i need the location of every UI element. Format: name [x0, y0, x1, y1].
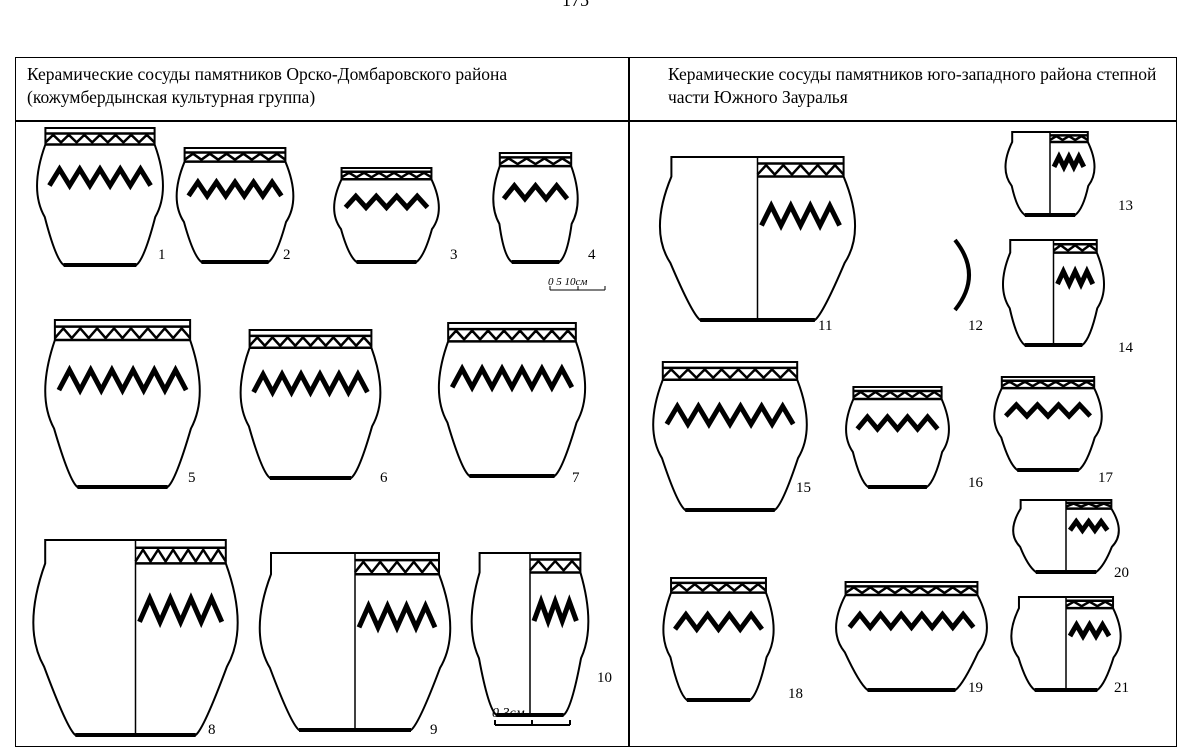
figure-number: 19: [968, 680, 983, 696]
vessel-drawing: [333, 167, 440, 264]
figure-number: 11: [818, 318, 833, 334]
vessel-drawing: [845, 386, 950, 489]
header-divider: [15, 120, 1177, 122]
figure-number: 16: [968, 475, 983, 491]
vessel-drawing: [835, 581, 988, 692]
figure-number: 6: [380, 470, 388, 486]
vessel-drawing: [258, 552, 452, 732]
vessel-drawing: [36, 127, 164, 267]
figure-number: 1: [158, 247, 166, 263]
figure-table: [15, 57, 1177, 747]
vessel-drawing: [1004, 131, 1096, 217]
column-divider: [628, 57, 630, 747]
vessel-drawing: [437, 322, 587, 478]
vessel-drawing: [470, 552, 590, 717]
scale-line-large: [494, 720, 571, 726]
figure-number: 3: [450, 247, 458, 263]
figure-number: 15: [796, 480, 811, 496]
figure-number: 12: [968, 318, 983, 334]
vessel-drawing: [1012, 499, 1120, 574]
vessel-drawing: [239, 329, 382, 480]
figure-number: 7: [572, 470, 580, 486]
figure-number: 4: [588, 247, 596, 263]
figure-number: 18: [788, 686, 803, 702]
scale-bar-small: 0 5 10см: [548, 276, 588, 288]
vessel-drawing: [175, 147, 295, 264]
page-number: 175: [562, 0, 589, 10]
left-column-caption: Керамические сосуды памятников Орско-Дом…: [27, 64, 508, 107]
figure-number: 2: [283, 247, 291, 263]
scale-bar-large: 0 3см: [492, 706, 525, 721]
figure-number: 21: [1114, 680, 1129, 696]
vessel-drawing: [32, 539, 239, 737]
vessel-drawing: [492, 152, 579, 264]
vessel-drawing: [993, 376, 1103, 472]
figure-number: 5: [188, 470, 196, 486]
right-column-caption: Керамические сосуды памятников юго-запад…: [668, 64, 1157, 107]
vessel-drawing: [953, 238, 971, 312]
vessel-drawing: [44, 319, 201, 489]
vessel-drawing: [658, 156, 857, 322]
vessel-drawing: [1001, 239, 1106, 347]
figure-number: 9: [430, 722, 438, 738]
figure-number: 10: [597, 670, 612, 686]
figure-number: 14: [1118, 340, 1133, 356]
vessel-drawing: [652, 361, 808, 512]
figure-number: 17: [1098, 470, 1113, 486]
figure-number: 20: [1114, 565, 1129, 581]
vessel-drawing: [662, 577, 775, 702]
scale-line-small: [549, 286, 606, 291]
figure-number: 8: [208, 722, 216, 738]
figure-number: 13: [1118, 198, 1133, 214]
vessel-drawing: [1010, 596, 1122, 692]
